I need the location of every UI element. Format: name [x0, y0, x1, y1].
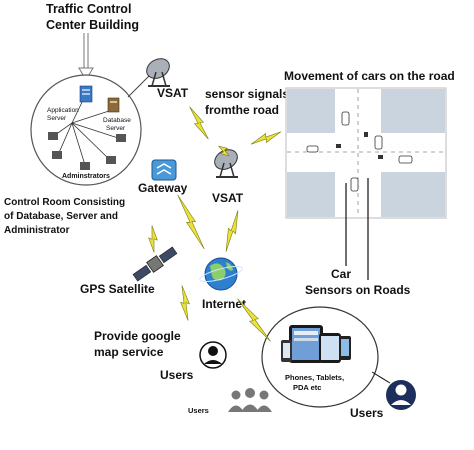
- users-small-label: Users: [188, 406, 209, 415]
- car-label: Car: [331, 267, 351, 281]
- gps-label: GPS Satellite: [80, 282, 155, 296]
- tablet-icon: [289, 325, 323, 363]
- vsat-top-label: VSAT: [157, 86, 189, 100]
- user-icon: [386, 380, 416, 410]
- lightning-bolt-icon: [250, 127, 282, 150]
- lightning-bolt-icon: [224, 209, 240, 252]
- control-room-circle: Application Server Database Server Admin…: [31, 75, 141, 185]
- sensor-signals-line1: sensor signals: [205, 87, 289, 101]
- sensors-label: Sensors on Roads: [305, 283, 411, 297]
- db-server-label-line2: Server: [106, 125, 126, 132]
- vsat-mid-label: VSAT: [212, 191, 244, 205]
- control-room-line1: Control Room Consisting: [4, 197, 125, 208]
- gateway-icon: [152, 160, 176, 180]
- satellite-dish-icon: [211, 146, 241, 177]
- server-icon: [108, 98, 119, 112]
- phone-icon: [339, 336, 351, 360]
- building-label-line2: Center Building: [46, 18, 139, 32]
- devices-label-line1: Phones, Tablets,: [285, 373, 344, 382]
- internet-label: Internet: [202, 297, 246, 311]
- devices-circle: Phones, Tablets, PDA etc: [262, 307, 378, 407]
- lightning-bolt-icon: [173, 194, 210, 250]
- app-server-label-line2: Server: [47, 115, 67, 122]
- gateway-label: Gateway: [138, 181, 188, 195]
- sensor-signals-line2: fromthe road: [205, 103, 279, 117]
- google-line2: map service: [94, 345, 164, 359]
- lightning-bolt-icon: [146, 225, 160, 253]
- building-label-line1: Traffic Control: [46, 2, 131, 16]
- devices-label-line2: PDA etc: [293, 383, 321, 392]
- lightning-bolt-icon: [176, 285, 194, 321]
- gps-satellite-icon: [132, 245, 178, 282]
- phone-icon: [281, 340, 292, 362]
- link-line: [372, 372, 390, 383]
- satellite-dish-icon: [143, 55, 173, 86]
- user-group-icon: [228, 388, 272, 412]
- building-arrow: [79, 33, 93, 80]
- movement-label: Movement of cars on the road: [284, 69, 455, 83]
- users-left-label: Users: [160, 368, 194, 382]
- road-intersection: [286, 88, 446, 218]
- administrators-label: Adminstrators: [62, 173, 110, 180]
- google-line1: Provide google: [94, 329, 181, 343]
- db-server-label-line1: Database: [103, 117, 131, 124]
- globe-icon: [198, 258, 243, 290]
- tablet-icon: [319, 333, 341, 363]
- link-line: [128, 75, 150, 97]
- control-room-line2: of Database, Server and: [4, 211, 118, 222]
- app-server-label-line1: Application: [47, 107, 79, 114]
- user-icon: [200, 342, 226, 368]
- control-room-line3: Administrator: [4, 225, 70, 236]
- server-icon: [80, 86, 92, 102]
- users-right-label: Users: [350, 406, 384, 420]
